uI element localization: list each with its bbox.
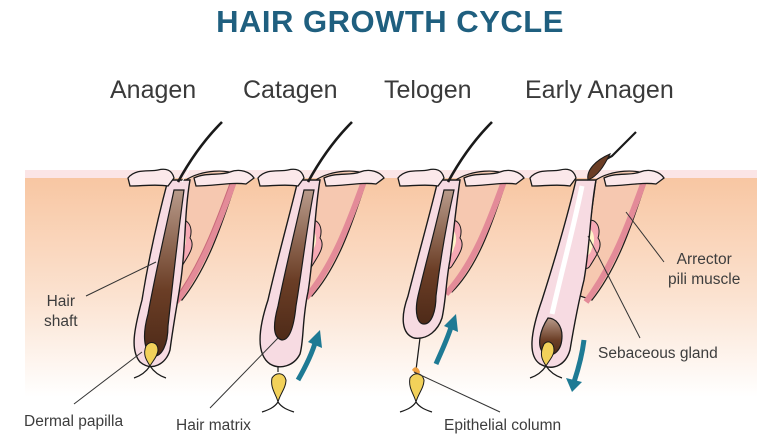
label-hair-shaft-line2: shaft: [44, 313, 78, 330]
label-hair-shaft-line1: Hair: [46, 293, 76, 310]
diagram-title: HAIR GROWTH CYCLE: [216, 4, 564, 39]
follicle-telogen: [397, 121, 525, 413]
stage-label-early-anagen: Early Anagen: [525, 76, 674, 104]
label-sebaceous-gland: Sebaceous gland: [598, 345, 718, 362]
label-epithelial-column: Epithelial column: [444, 417, 562, 434]
follicle-early-anagen: [529, 131, 665, 392]
label-hair-matrix: Hair matrix: [176, 417, 251, 434]
stage-label-telogen: Telogen: [384, 76, 472, 104]
label-arrector-line1: Arrector: [676, 251, 732, 268]
label-hair-shaft: Hair shaft: [44, 292, 78, 332]
arrow-down-icon: [571, 339, 587, 383]
leader-lines: [73, 211, 665, 413]
label-arrector-pili-muscle: Arrector pili muscle: [668, 250, 740, 290]
follicle-anagen: [127, 121, 255, 379]
follicle-catagen: [257, 121, 385, 413]
label-arrector-line2: pili muscle: [668, 271, 741, 288]
stage-label-catagen: Catagen: [243, 76, 338, 104]
stage-label-anagen: Anagen: [110, 76, 197, 104]
label-dermal-papilla: Dermal papilla: [24, 413, 124, 430]
